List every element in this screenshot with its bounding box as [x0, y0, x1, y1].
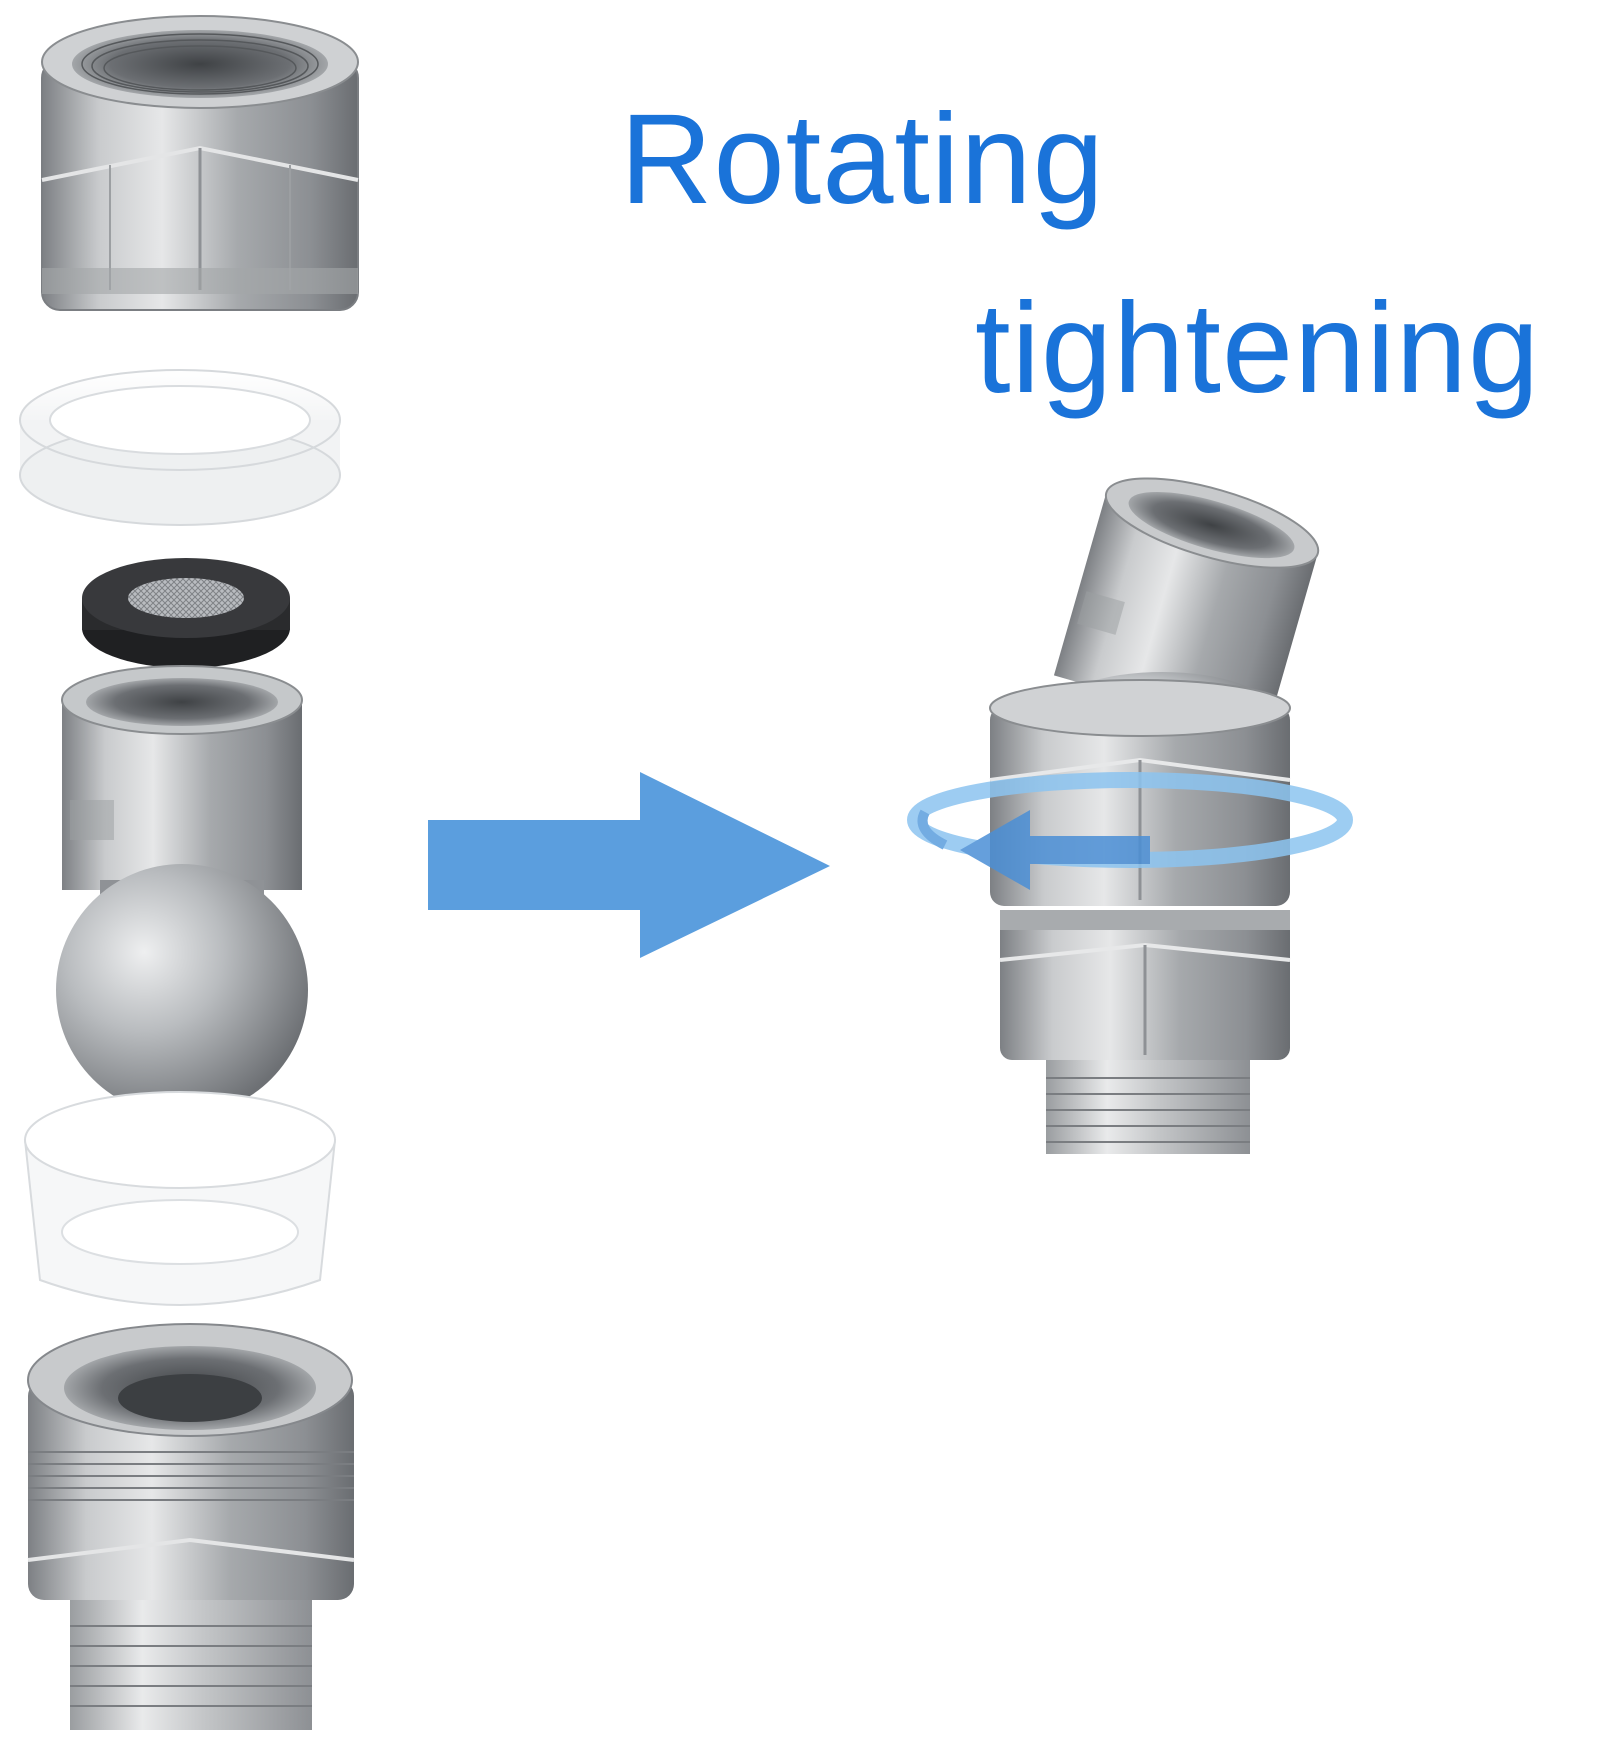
hex-nut-top	[41, 15, 359, 311]
white-seal-ring-bottom	[23, 1091, 337, 1306]
right-arrow-icon	[428, 772, 830, 958]
rotate-arrow-icon	[907, 772, 1353, 890]
assembled-swivel-adapter	[989, 477, 1320, 1154]
threaded-connector-bottom	[27, 1323, 355, 1730]
white-seal-ring-top	[19, 369, 341, 526]
headline-tightening: tightening	[975, 277, 1541, 420]
ball-joint	[56, 665, 308, 1116]
headline-rotating: Rotating	[620, 88, 1105, 231]
black-gasket-filter	[82, 558, 290, 668]
